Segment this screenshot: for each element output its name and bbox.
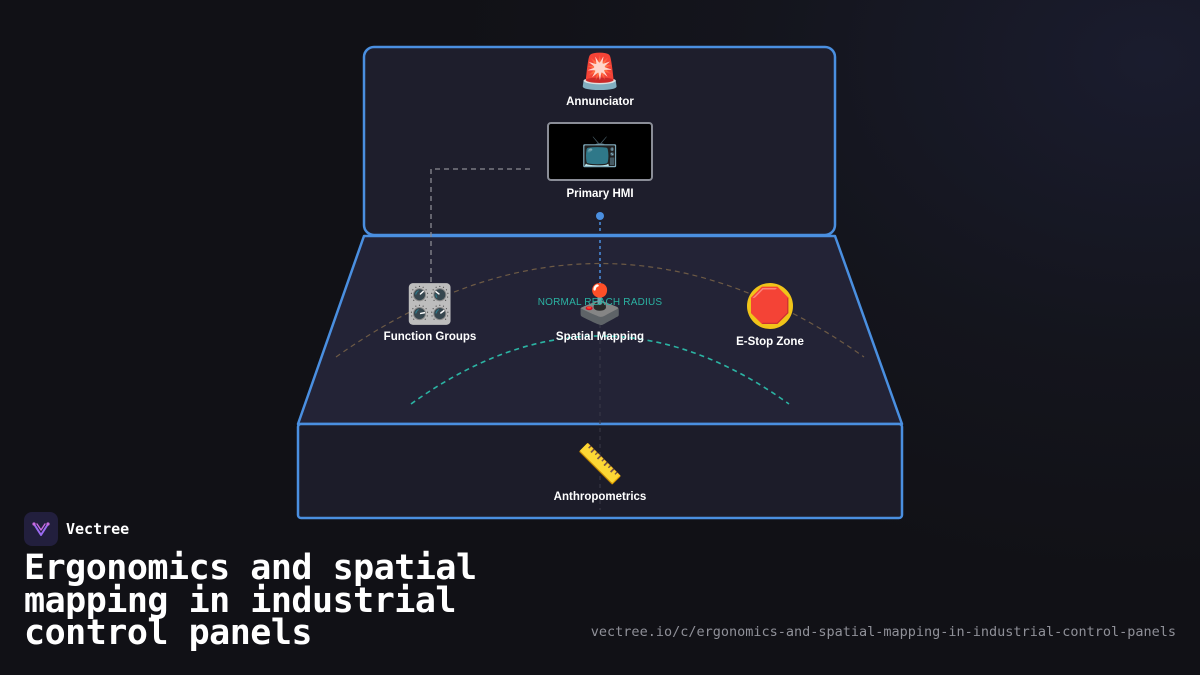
- node-primary-hmi: 📺 Primary HMI: [520, 122, 680, 200]
- estop-zone-label: E-Stop Zone: [736, 336, 804, 348]
- node-function-groups: 🎛️ Function Groups: [350, 283, 510, 343]
- node-annunciator: 🚨 Annunciator: [520, 52, 680, 108]
- function-groups-label: Function Groups: [383, 331, 477, 343]
- normal-reach-radius-label: NORMAL REACH RADIUS: [537, 297, 663, 308]
- brand: Vectree: [24, 512, 129, 546]
- joystick-icon: 🕹️: [576, 284, 624, 326]
- anthropometrics-label: Anthropometrics: [553, 491, 647, 503]
- hmi-to-function-groups-connector: [430, 168, 530, 286]
- television-icon: 📺: [581, 135, 619, 168]
- annunciator-label: Annunciator: [566, 96, 634, 108]
- connector-endpoint-dot: [596, 212, 604, 220]
- estop-badge: 🛑: [747, 283, 793, 329]
- straight-ruler-icon: 📏: [576, 444, 624, 486]
- node-anthropometrics: 📏 Anthropometrics: [520, 443, 680, 503]
- node-spatial-mapping: 🕹️ Spatial Mapping: [520, 283, 680, 343]
- spatial-mapping-label: Spatial Mapping: [555, 331, 645, 343]
- control-knobs-icon: 🎛️: [406, 284, 454, 326]
- brand-name: Vectree: [66, 520, 130, 538]
- page-title: Ergonomics and spatial mapping in indust…: [24, 548, 477, 653]
- vectree-logo-icon: [24, 512, 58, 546]
- rotating-light-icon: 🚨: [578, 53, 622, 91]
- primary-hmi-label: Primary HMI: [566, 188, 634, 200]
- stop-sign-icon: 🛑: [748, 287, 792, 325]
- node-estop-zone: 🛑 E-Stop Zone: [690, 283, 850, 348]
- page-url: vectree.io/c/ergonomics-and-spatial-mapp…: [590, 624, 1176, 640]
- hmi-screen-frame: 📺: [547, 122, 653, 181]
